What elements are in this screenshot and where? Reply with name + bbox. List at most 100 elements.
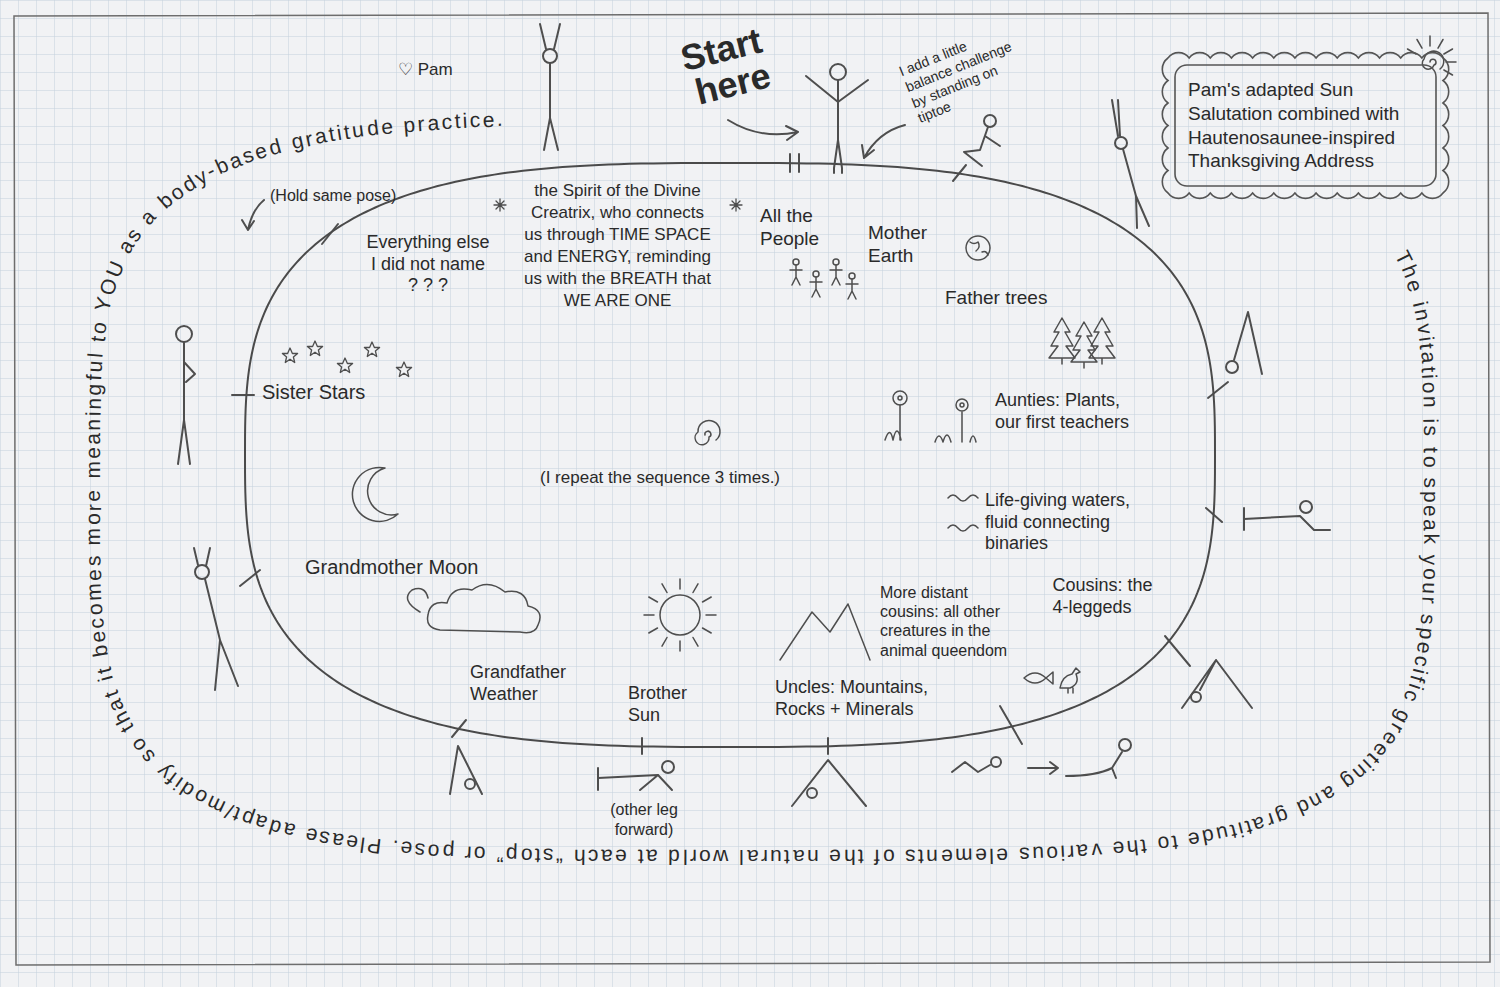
curved-letter: e — [345, 832, 360, 854]
moon-icon — [352, 467, 398, 521]
curved-letter: t — [1140, 836, 1148, 858]
curved-letter: e — [482, 109, 495, 130]
sun-icon — [644, 579, 716, 651]
curved-letter: t — [858, 847, 864, 868]
stick-figure-cobra-sequence — [952, 706, 1131, 778]
stop-label: Life-giving waters, fluid connecting bin… — [985, 490, 1150, 555]
curved-letter — [97, 680, 119, 692]
curved-letter: a — [82, 433, 103, 445]
curved-letter: d — [1294, 796, 1313, 820]
curved-letter: p — [506, 845, 518, 866]
curved-letter: p — [1416, 626, 1438, 640]
flower-icon — [960, 403, 964, 407]
curved-letter: i — [1419, 374, 1440, 380]
sun-icon — [660, 595, 700, 635]
curved-letter — [897, 847, 903, 868]
curved-letter: y — [191, 164, 210, 187]
curved-letter: i — [1236, 819, 1246, 841]
curved-letter: o — [1420, 381, 1441, 393]
stop-label: All the People — [760, 205, 840, 251]
flower-icon — [898, 396, 902, 400]
curved-letter: e — [1186, 828, 1201, 851]
curved-letter — [1331, 778, 1347, 799]
curved-letter: e — [86, 630, 108, 644]
stick-figure-lunge — [662, 761, 674, 773]
people-icon — [833, 259, 839, 265]
people-icon — [790, 259, 802, 285]
stop-label: Aunties: Plants, our first teachers — [995, 390, 1145, 433]
tree-icon — [1071, 322, 1097, 368]
curved-letter: h — [843, 847, 855, 868]
stick-figure-cobra-sequence — [1119, 739, 1131, 751]
curved-letter: u — [351, 119, 365, 141]
curved-letter: e — [975, 846, 987, 867]
stick-figure-arms-up — [1112, 100, 1149, 228]
people-icon — [846, 279, 858, 299]
curved-letter — [82, 548, 103, 554]
stick-figure-tiptoe — [790, 64, 868, 173]
title-text: Pam's adapted Sun Salutation combined wi… — [1188, 78, 1423, 173]
stop-label: Father trees — [945, 287, 1047, 310]
curved-letter: a — [280, 819, 296, 842]
curved-letter: t — [1417, 342, 1438, 350]
curved-letter: o — [87, 321, 110, 336]
curved-letter: p — [402, 113, 415, 135]
curved-letter: o — [82, 513, 103, 525]
curved-letter: u — [770, 847, 782, 868]
stop-label: Sister Stars — [262, 380, 365, 404]
stick-figure-kneel — [984, 115, 996, 127]
flower-icon — [956, 399, 968, 411]
curved-letter: r — [1419, 596, 1440, 604]
curved-letter: s — [240, 143, 257, 166]
curved-letter: a — [747, 847, 759, 868]
curved-letter: t — [1419, 366, 1440, 373]
curved-letter: h — [574, 846, 586, 867]
start-arrow — [728, 120, 798, 140]
curved-letter: i — [1409, 667, 1431, 677]
curved-letter — [1419, 605, 1440, 612]
people-icon — [846, 273, 858, 299]
curved-letter: n — [1420, 396, 1441, 408]
curved-letter: i — [335, 122, 343, 143]
curved-letter: i — [1421, 419, 1442, 424]
curved-letter: f — [83, 374, 104, 381]
curved-letter: n — [1349, 761, 1372, 785]
curved-letter — [383, 837, 391, 859]
curved-letter: d — [266, 816, 283, 839]
curved-letter: i — [1359, 756, 1377, 774]
curved-letter — [456, 843, 463, 864]
title-cloud-box: Pam's adapted Sun Salutation combined wi… — [1168, 58, 1443, 193]
stick-figure-down-dog — [1165, 636, 1252, 708]
stick-figure-tiptoe — [830, 64, 846, 80]
people-icon — [830, 265, 842, 285]
globe-icon — [966, 236, 990, 260]
note-arrow — [242, 200, 264, 230]
signature: ♡ Pam — [398, 60, 453, 80]
curved-letter: k — [1421, 533, 1442, 544]
curved-letter: t — [1228, 821, 1239, 843]
curved-letter: e — [252, 139, 269, 163]
stick-figure-kneel — [953, 115, 1000, 181]
curved-letter: p — [1421, 491, 1442, 503]
curved-letter: a — [1421, 519, 1442, 531]
curved-letter: o — [1421, 456, 1442, 468]
spiral-icon — [695, 421, 720, 445]
curved-letter: o — [190, 786, 210, 810]
curved-letter: e — [996, 845, 1008, 866]
curved-letter: e — [380, 115, 394, 137]
tree-icon — [1071, 322, 1097, 368]
stop-label: (I repeat the sequence 3 times.) — [540, 468, 780, 488]
curved-letter: e — [1414, 640, 1437, 655]
curved-letter — [82, 482, 103, 488]
curved-letter: v — [1090, 840, 1102, 862]
curved-letter: e — [829, 847, 841, 868]
curved-letter: u — [1031, 844, 1044, 865]
curved-letter: a — [114, 236, 138, 257]
mountain-icon — [780, 604, 870, 660]
curved-letter: a — [103, 696, 127, 715]
curved-letter: v — [1414, 322, 1436, 336]
stick-figure-lunge — [1300, 501, 1312, 513]
